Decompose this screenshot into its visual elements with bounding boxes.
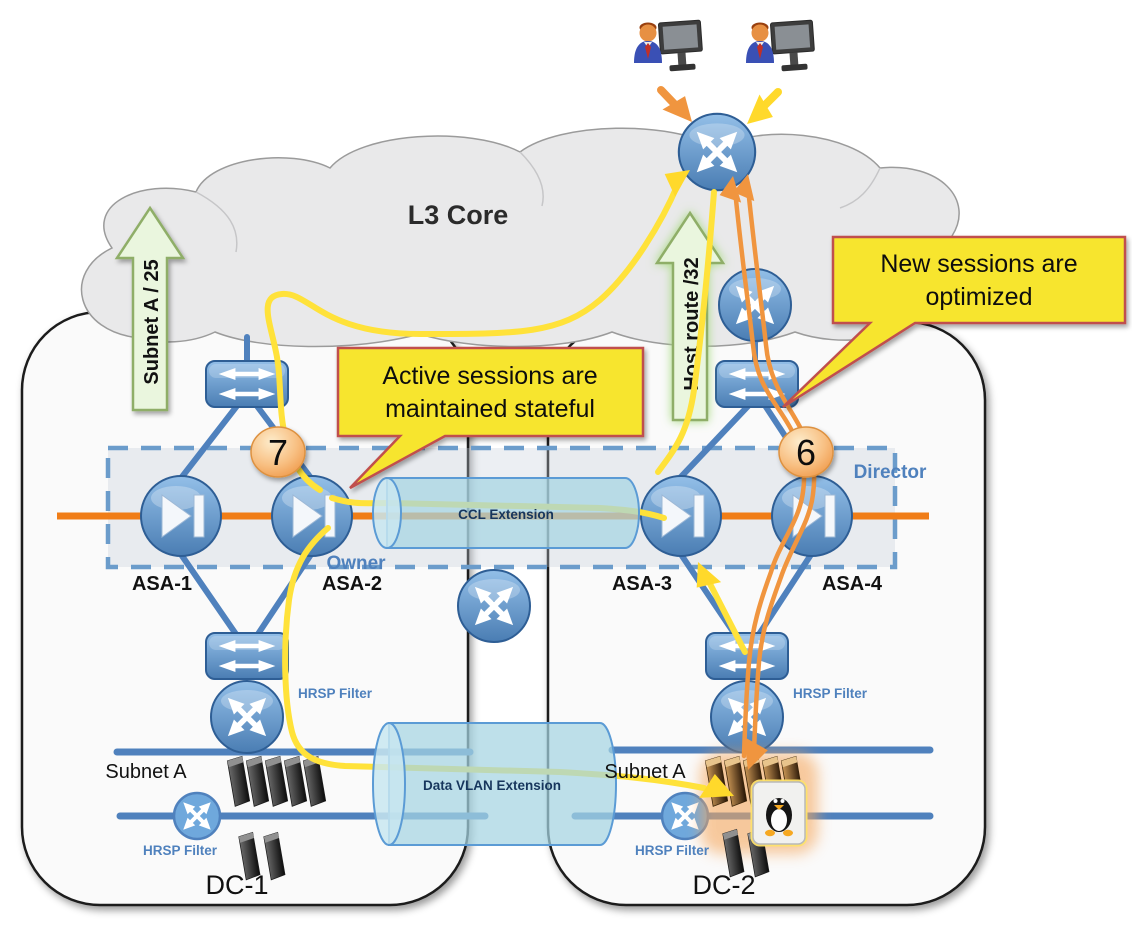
hsrp-filter-label-dc2-upper: HRSP Filter: [793, 686, 868, 701]
asa1-firewall-icon: [140, 475, 222, 557]
subnet-route-arrow: Subnet A / 25: [114, 205, 186, 412]
active-sessions-callout-line1: Active sessions are: [382, 362, 597, 390]
new-sessions-callout: New sessions are optimized: [782, 235, 1127, 409]
new-session-flow: [732, 185, 817, 759]
dc1-access-switch-icon: [206, 633, 288, 679]
active-sessions-callout-line2: maintained stateful: [385, 395, 595, 423]
hsrp-filter-label-dc2-lower: HRSP Filter: [635, 843, 710, 858]
asa2-label: ASA-2: [322, 573, 382, 595]
active-sessions-callout: Active sessions are maintained stateful: [336, 346, 645, 490]
new-sessions-callout-line1: New sessions are: [880, 250, 1077, 278]
subnet-route-label: Subnet A / 25: [141, 259, 163, 384]
dc1-label: DC-1: [205, 870, 268, 900]
dc1-hsrp-filter-router-icon: [174, 793, 220, 839]
data-vlan-extension-label: Data VLAN Extension: [423, 778, 561, 793]
dc1-edge-router-icon: [458, 570, 530, 642]
dc2-edge-router-icon: [719, 269, 791, 341]
l3-core-label: L3 Core: [408, 200, 509, 230]
asa4-label: ASA-4: [822, 573, 883, 595]
director-step-badge: 6: [778, 426, 834, 478]
owner-step-number: 7: [268, 432, 288, 473]
linux-server-icon: [750, 779, 808, 847]
owner-step-badge: 7: [250, 426, 306, 478]
data-vlan-extension-cylinder: Data VLAN Extension: [372, 722, 617, 846]
director-role-label: Director: [854, 462, 927, 483]
hsrp-filter-label-dc1-upper: HRSP Filter: [298, 686, 373, 701]
hsrp-filter-label-dc1-lower: HRSP Filter: [143, 843, 218, 858]
asa3-label: ASA-3: [612, 573, 672, 595]
director-step-number: 6: [796, 432, 816, 473]
new-sessions-callout-line2: optimized: [926, 283, 1033, 311]
asa1-label: ASA-1: [132, 573, 192, 595]
ccl-extension-label: CCL Extension: [458, 507, 554, 522]
ccl-extension-cylinder: CCL Extension: [372, 477, 640, 549]
core-router-icon: [679, 114, 755, 190]
dc2-label: DC-2: [692, 870, 755, 900]
subnet-a-label-dc1: Subnet A: [105, 761, 187, 783]
owner-role-label: Owner: [326, 553, 386, 574]
dc1-hsrp-router-icon: [211, 681, 283, 753]
subnet-a-label-dc2: Subnet A: [604, 761, 686, 783]
